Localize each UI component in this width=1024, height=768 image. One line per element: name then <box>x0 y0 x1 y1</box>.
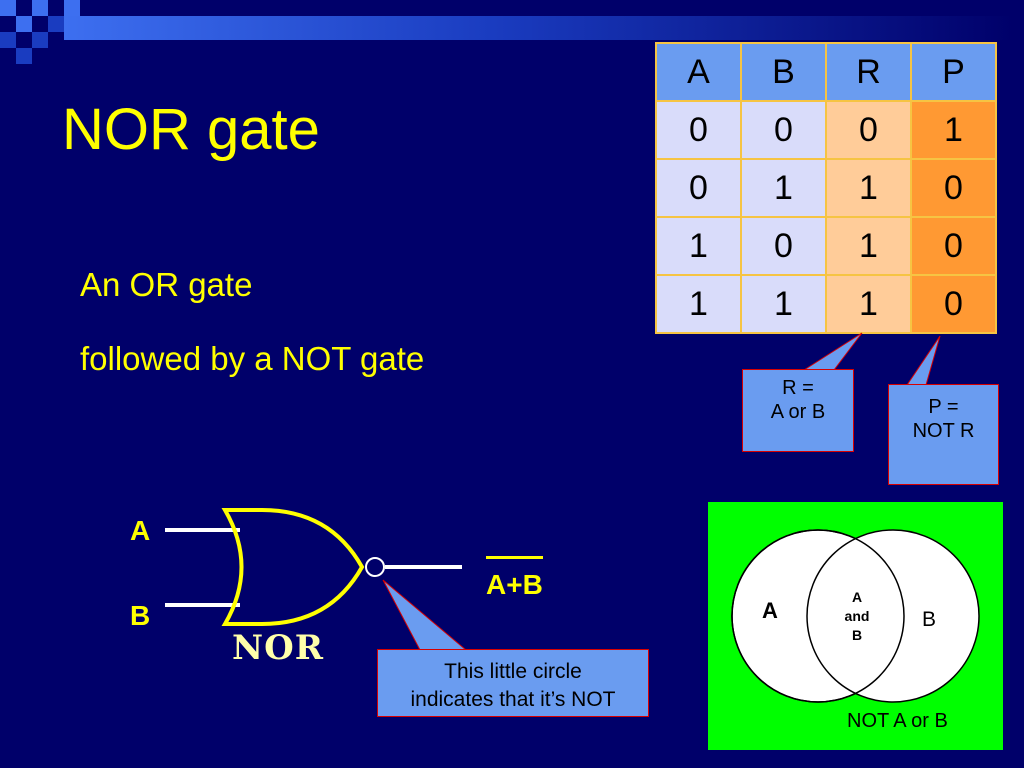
cell-r: 0 <box>825 100 912 160</box>
venn-label-b: B <box>922 608 937 631</box>
header-bar <box>64 16 1014 40</box>
venn-overlap-line-1: A <box>851 589 863 605</box>
header-a: A <box>655 42 742 102</box>
callout-r-line-2: A or B <box>770 401 826 423</box>
description-line-1: An OR gate <box>80 266 253 303</box>
callout-p-pointer <box>906 335 941 386</box>
cell-a: 1 <box>655 216 742 276</box>
cell-b: 0 <box>740 216 827 276</box>
callout-p: P = NOT R <box>888 384 999 485</box>
table-row: 0 0 0 1 <box>655 100 997 160</box>
header-r: R <box>825 42 912 102</box>
cell-r: 1 <box>825 274 912 334</box>
gate-input-a-label: A <box>130 515 151 546</box>
or-gate-body <box>221 508 365 626</box>
venn-circle-b <box>806 529 980 703</box>
callout-r-pointer <box>802 332 863 371</box>
table-row: 0 1 1 0 <box>655 158 997 218</box>
cell-p: 0 <box>910 158 997 218</box>
cell-p: 0 <box>910 216 997 276</box>
truth-table: A B R P 0 0 0 1 0 1 1 0 1 0 1 0 1 1 1 0 <box>655 42 997 334</box>
callout-p-line-1: P = <box>928 396 959 418</box>
header-p: P <box>910 42 997 102</box>
table-row: 1 1 1 0 <box>655 274 997 334</box>
venn-label-overlap: A and B <box>836 588 878 645</box>
cell-b: 0 <box>740 100 827 160</box>
gate-input-b-label: B <box>130 600 151 631</box>
venn-overlap-line-3: B <box>851 627 863 643</box>
callout-circle: This little circle indicates that it’s N… <box>377 649 649 717</box>
not-bubble <box>365 557 385 577</box>
callout-r-line-1: R = <box>782 377 814 399</box>
table-row: 1 0 1 0 <box>655 216 997 276</box>
venn-label-a: A <box>762 598 778 623</box>
cell-r: 1 <box>825 158 912 218</box>
header-b: B <box>740 42 827 102</box>
slide-title: NOR gate <box>62 97 320 162</box>
cell-a: 1 <box>655 274 742 334</box>
cell-a: 0 <box>655 100 742 160</box>
callout-circle-pointer <box>382 579 468 651</box>
gate-name-label: NOR <box>232 628 324 668</box>
venn-circle-a-outline <box>731 529 905 703</box>
callout-p-line-2: NOT R <box>912 420 975 442</box>
cell-b: 1 <box>740 274 827 334</box>
venn-caption: NOT A or B <box>847 710 948 732</box>
corner-decoration <box>0 0 80 64</box>
gate-output-expression: A+B <box>486 556 543 599</box>
callout-circle-line-1: This little circle <box>444 660 582 683</box>
description-line-2: followed by a NOT gate <box>80 340 425 377</box>
truth-table-header: A B R P <box>655 42 997 102</box>
cell-p: 1 <box>910 100 997 160</box>
callout-r: R = A or B <box>742 369 854 452</box>
cell-r: 1 <box>825 216 912 276</box>
cell-a: 0 <box>655 158 742 218</box>
venn-overlap-line-2: and <box>844 608 870 624</box>
cell-p: 0 <box>910 274 997 334</box>
callout-circle-line-2: indicates that it’s NOT <box>410 688 616 711</box>
cell-b: 1 <box>740 158 827 218</box>
